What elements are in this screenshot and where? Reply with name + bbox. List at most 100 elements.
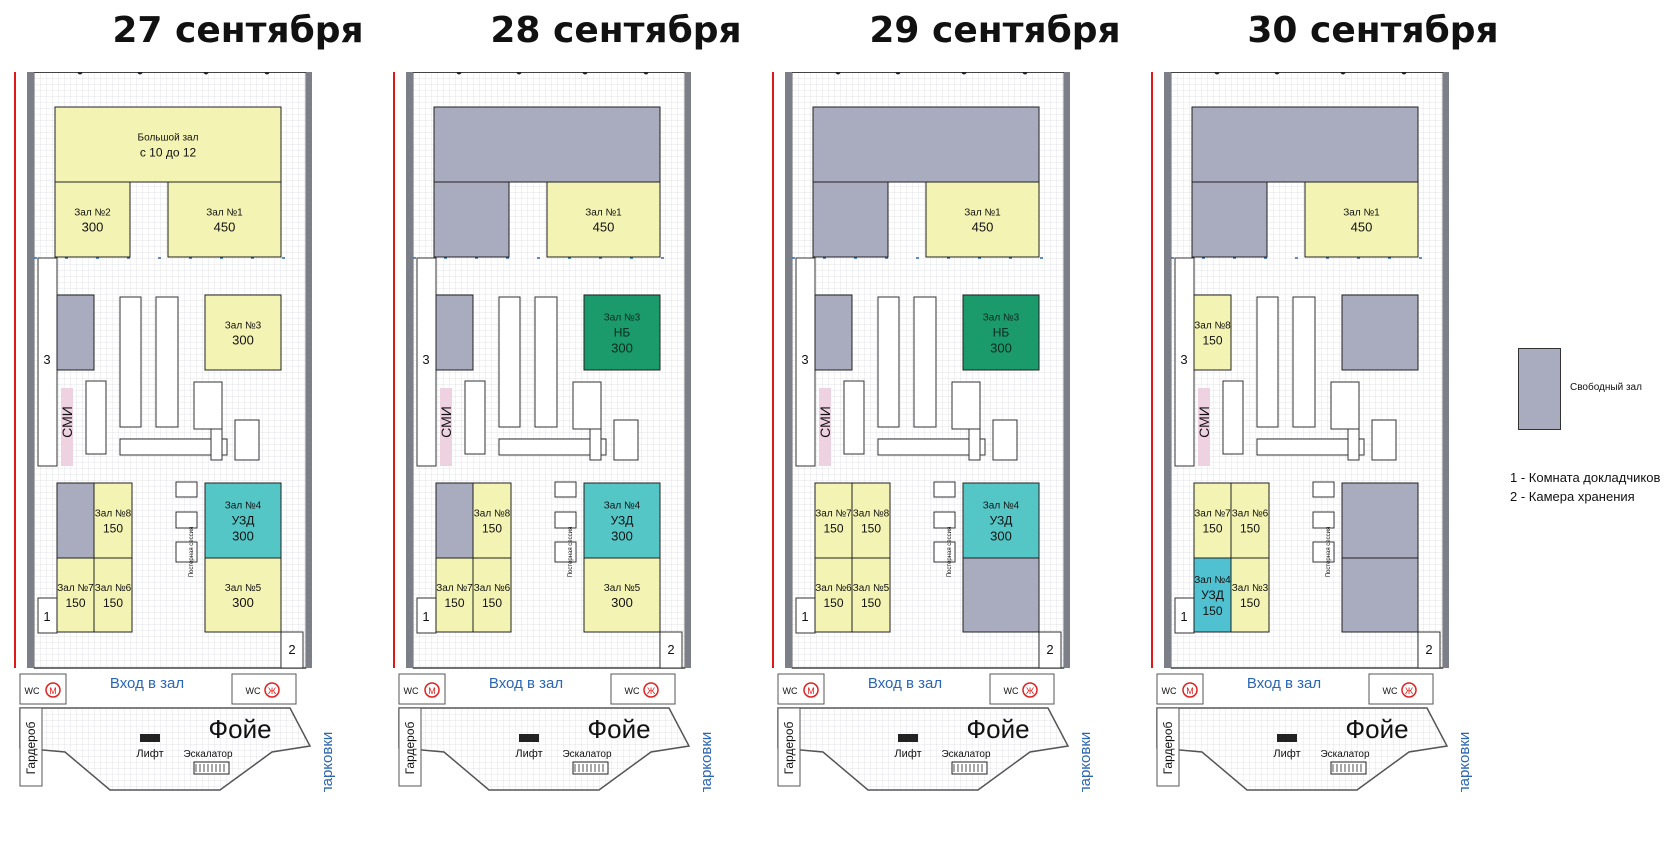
media-label: СМИ [817, 406, 833, 438]
table [210, 428, 223, 461]
room-2 [1417, 631, 1441, 669]
room-right_upper-text-2: 300 [232, 529, 254, 544]
wc-right-label: WC [1383, 686, 1398, 696]
room-right_lower-text-1: 300 [232, 595, 254, 610]
wc-right [610, 673, 676, 705]
room-h2 [1191, 181, 1268, 258]
male-icon [45, 682, 61, 698]
wc-right [231, 673, 297, 705]
wall-right [1443, 72, 1449, 668]
room-2 [1038, 631, 1062, 669]
male-icon [424, 682, 440, 698]
poster-session-label: Постерная сессия [947, 527, 953, 578]
room-big [54, 106, 282, 183]
room-mid_upper_left-text-1: 150 [823, 522, 843, 536]
room-right_upper-text-1: УЗД [990, 514, 1013, 528]
table [1256, 438, 1365, 456]
table [877, 438, 986, 456]
room-h2-text-0: Зал №2 [74, 208, 111, 219]
room-h3-text-2: 300 [611, 341, 633, 356]
table [1347, 428, 1360, 461]
room-h1-text-1: 450 [972, 220, 994, 235]
table [877, 296, 900, 428]
room-right_lower-text-1: 300 [611, 595, 633, 610]
room-mid_lower_right-text-1: 150 [1240, 596, 1260, 610]
room-mid_upper_left [435, 482, 474, 559]
wall-left [1164, 72, 1171, 668]
wc-left-label: WC [25, 686, 40, 696]
room-right_lower-text-0: Зал №5 [604, 583, 641, 594]
table [1292, 296, 1316, 428]
entrance-hall-label: Вход в зал [1247, 675, 1321, 692]
wc-left [1156, 673, 1204, 705]
female-icon-label: Ж [268, 686, 277, 696]
table [554, 541, 577, 563]
room-mid_lower_left [56, 557, 95, 633]
room-mid_upper_left [56, 482, 95, 559]
room-right_upper-text-0: Зал №4 [983, 501, 1020, 512]
table [1312, 511, 1335, 529]
table [554, 481, 577, 498]
legend-free-hall-swatch [1518, 348, 1561, 430]
lift-label: Лифт [894, 748, 921, 760]
entrance-parking-label: Вход с парковки [698, 732, 715, 792]
room-mid_lower_right-text-1: 150 [103, 596, 123, 610]
wc-right-label: WC [1004, 686, 1019, 696]
cloakroom-label: Гардероб [403, 721, 417, 774]
wall-left [785, 72, 792, 668]
room-h3 [1341, 294, 1419, 371]
media-area [440, 388, 452, 466]
media-label: СМИ [59, 406, 75, 438]
room-mid_lower_left-text-1: 150 [444, 596, 464, 610]
table [175, 511, 198, 529]
wc-right [1368, 673, 1434, 705]
room-free_a-text-1: 150 [1202, 334, 1222, 348]
room-h3 [583, 294, 661, 371]
cloakroom [19, 707, 43, 787]
room-mid_lower_left [1193, 557, 1232, 633]
room-mid_lower_left-text-1: УЗД [1201, 588, 1224, 602]
room-mid_upper_right [1230, 482, 1270, 559]
wc-left-label: WC [404, 686, 419, 696]
room-h3-text-0: Зал №3 [225, 321, 262, 332]
poster-session-label: Постерная сессия [568, 527, 574, 578]
room-1-label: 1 [422, 609, 429, 624]
escalator-label: Эскалатор [562, 749, 612, 760]
table [951, 381, 981, 430]
room-mid_lower_left-text-1: 150 [65, 596, 85, 610]
table [1312, 541, 1335, 563]
legend-note-1: 1 - Комната докладчиков [1510, 470, 1661, 485]
male-icon [803, 682, 819, 698]
day-title-2: 28 сентября [490, 10, 742, 51]
wc-left [19, 673, 67, 705]
table [843, 380, 865, 455]
room-h1 [1304, 181, 1419, 258]
wc-left [398, 673, 446, 705]
room-h1-text-0: Зал №1 [206, 208, 243, 219]
room-big [812, 106, 1040, 183]
room-free_a-text-0: Зал №8 [1194, 321, 1231, 332]
room-mid_lower_right [851, 557, 891, 633]
entrance-hall-label: Вход в зал [110, 675, 184, 692]
female-icon-label: Ж [647, 686, 656, 696]
table [933, 481, 956, 498]
room-h1-text-1: 450 [1351, 220, 1373, 235]
female-icon-label: Ж [1405, 686, 1414, 696]
room-h1-text-0: Зал №1 [1343, 208, 1380, 219]
room-h1-text-0: Зал №1 [585, 208, 622, 219]
room-mid_lower_left-text-1: 150 [823, 596, 843, 610]
room-1-label: 1 [801, 609, 808, 624]
wc-left-label: WC [783, 686, 798, 696]
room-1-label: 1 [1180, 609, 1187, 624]
media-label: СМИ [438, 406, 454, 438]
table [992, 419, 1018, 461]
room-right_upper [1341, 482, 1419, 559]
room-right_upper [962, 482, 1040, 559]
room-right_upper-text-1: УЗД [611, 514, 634, 528]
room-big-text-1: с 10 до 12 [140, 146, 197, 160]
